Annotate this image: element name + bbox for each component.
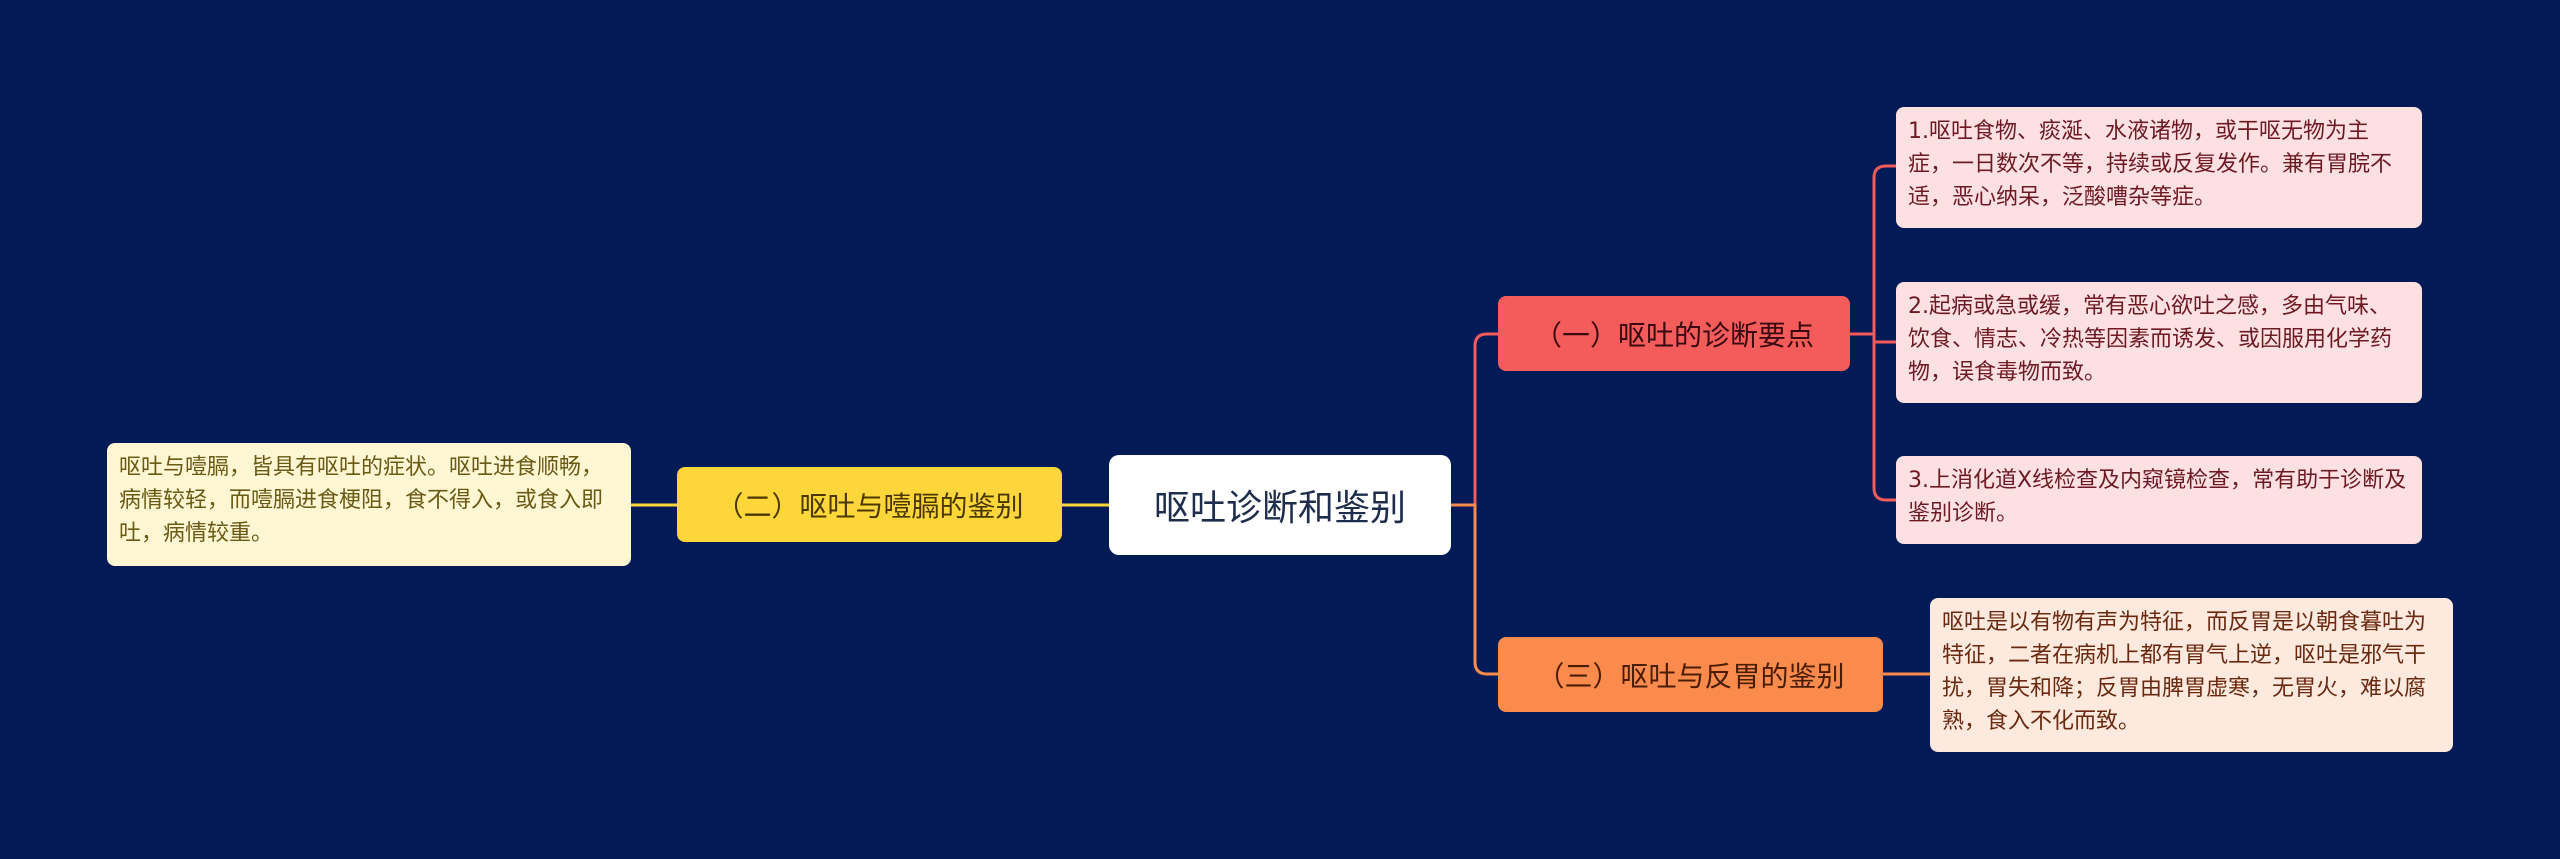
leaf-node-yege-1[interactable]: 呕吐与噎膈，皆具有呕吐的症状。呕吐进食顺畅，病情较轻，而噎膈进食梗阻，食不得入，… (107, 443, 631, 566)
leaf-text: 3.上消化道X线检查及内窥镜检查，常有助于诊断及鉴别诊断。 (1908, 468, 2407, 526)
branch-node-yege[interactable]: （二）呕吐与噎膈的鉴别 (677, 467, 1062, 542)
leaf-node-fanwei-1[interactable]: 呕吐是以有物有声为特征，而反胃是以朝食暮吐为特征，二者在病机上都有胃气上逆，呕吐… (1930, 598, 2453, 752)
branch-label: （一）呕吐的诊断要点 (1533, 318, 1814, 352)
leaf-text: 2.起病或急或缓，常有恶心欲吐之感，多由气味、饮食、情志、冷热等因素而诱发、或因… (1908, 294, 2393, 385)
leaf-text: 1.呕吐食物、痰涎、水液诸物，或干呕无物为主症，一日数次不等，持续或反复发作。兼… (1908, 119, 2393, 210)
branch-label: （二）呕吐与噎膈的鉴别 (715, 489, 1024, 523)
connector-branch-1-leaf-3 (1850, 332, 1896, 502)
leaf-text: 呕吐是以有物有声为特征，而反胃是以朝食暮吐为特征，二者在病机上都有胃气上逆，呕吐… (1942, 610, 2427, 734)
leaf-text: 呕吐与噎膈，皆具有呕吐的症状。呕吐进食顺畅，病情较轻，而噎膈进食梗阻，食不得入，… (119, 455, 604, 546)
leaf-node-diagnosis-2[interactable]: 2.起病或急或缓，常有恶心欲吐之感，多由气味、饮食、情志、冷热等因素而诱发、或因… (1896, 282, 2422, 403)
leaf-node-diagnosis-1[interactable]: 1.呕吐食物、痰涎、水液诸物，或干呕无物为主症，一日数次不等，持续或反复发作。兼… (1896, 107, 2422, 228)
root-label: 呕吐诊断和鉴别 (1153, 488, 1406, 529)
connector-branch-1-leaf-1 (1850, 164, 1896, 336)
connector-root-branch-1 (1451, 332, 1498, 507)
branch-node-diagnosis[interactable]: （一）呕吐的诊断要点 (1498, 296, 1850, 371)
branch-node-fanwei[interactable]: （三）呕吐与反胃的鉴别 (1498, 637, 1883, 712)
root-node[interactable]: 呕吐诊断和鉴别 (1109, 455, 1451, 555)
branch-label: （三）呕吐与反胃的鉴别 (1536, 659, 1845, 693)
leaf-node-diagnosis-3[interactable]: 3.上消化道X线检查及内窥镜检查，常有助于诊断及鉴别诊断。 (1896, 456, 2422, 544)
connector-root-branch-3 (1451, 503, 1498, 676)
